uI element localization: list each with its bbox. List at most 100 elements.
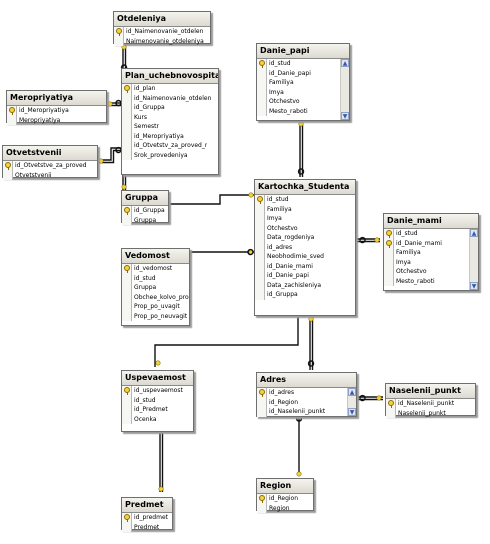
column-row[interactable]: id_Meropriyatiya bbox=[7, 106, 106, 116]
vertical-scrollbar[interactable]: ▲ ▼ bbox=[340, 59, 349, 120]
column-row[interactable]: Otvetstvenii bbox=[3, 170, 97, 180]
column-row[interactable]: id_uspevaemost bbox=[122, 386, 193, 396]
column-row[interactable]: id_stud bbox=[255, 195, 355, 205]
column-row[interactable]: id_stud bbox=[122, 395, 193, 405]
table-danie-papi[interactable]: Danie_papi id_stud id_Danie_papi Familiy… bbox=[256, 43, 350, 121]
table-predmet[interactable]: Predmet id_predmet Predmet bbox=[121, 497, 173, 532]
table-title[interactable]: Gruppa bbox=[122, 191, 168, 206]
scroll-down-icon[interactable]: ▼ bbox=[348, 408, 356, 416]
column-row[interactable]: Data_rogdeniya bbox=[255, 233, 355, 243]
vertical-scrollbar[interactable]: ▲ ▼ bbox=[347, 388, 356, 416]
column-row[interactable]: Gruppa bbox=[122, 215, 168, 225]
table-title[interactable]: Kartochka_Studenta bbox=[255, 180, 355, 195]
column-row[interactable]: id_Gruppa bbox=[122, 206, 168, 216]
column-row[interactable]: Prop_po_uvagit bbox=[122, 302, 189, 312]
scroll-up-icon[interactable]: ▲ bbox=[348, 388, 356, 396]
column-row[interactable]: Imya bbox=[257, 87, 349, 97]
column-name: Prop_po_neuvagit bbox=[134, 312, 188, 320]
table-adres[interactable]: Adres id_adres id_Region id_Naselenii_pu… bbox=[256, 372, 357, 417]
table-title[interactable]: Adres bbox=[257, 373, 356, 388]
column-name: Familiya bbox=[396, 249, 421, 257]
column-row[interactable]: id_Gruppa bbox=[122, 103, 218, 113]
table-title[interactable]: Plan_uchebnovospitat_ bbox=[122, 69, 218, 84]
scroll-down-icon[interactable]: ▼ bbox=[470, 282, 478, 290]
column-row[interactable]: Imya bbox=[255, 214, 355, 224]
table-title[interactable]: Danie_mami bbox=[384, 214, 478, 229]
table-meropriyatiya[interactable]: Meropriyatiya id_Meropriyatiya Meropriya… bbox=[6, 90, 107, 125]
column-row[interactable]: Naselenii_punkt bbox=[386, 408, 475, 418]
column-row[interactable]: Familiya bbox=[255, 204, 355, 214]
column-row[interactable]: id_Naselenii_punkt bbox=[386, 399, 475, 409]
column-row[interactable]: Region bbox=[257, 503, 313, 513]
column-row[interactable]: Ocenka bbox=[122, 414, 193, 424]
column-row[interactable]: id_Danie_mami bbox=[255, 261, 355, 271]
column-row[interactable]: Familiya bbox=[257, 78, 349, 88]
column-row[interactable]: Srok_provedeniya bbox=[122, 150, 218, 160]
column-row[interactable]: Semestr bbox=[122, 122, 218, 132]
table-plan-uchebnovospitat[interactable]: Plan_uchebnovospitat_ id_plan id_Naimeno… bbox=[121, 68, 219, 175]
column-row[interactable]: id_Region bbox=[257, 494, 313, 504]
table-title[interactable]: Otvetstvenii bbox=[3, 146, 97, 161]
column-row[interactable]: id_Naimenovanie_otdelen bbox=[114, 27, 210, 37]
column-row[interactable]: id_Gruppa bbox=[255, 290, 355, 300]
table-title[interactable]: Meropriyatiya bbox=[7, 91, 106, 106]
column-row[interactable]: Otchestvo bbox=[255, 223, 355, 233]
column-row[interactable]: id_Predmet bbox=[122, 405, 193, 415]
table-naselenii-punkt[interactable]: Naselenii_punkt id_Naselenii_punkt Nasel… bbox=[385, 383, 476, 418]
column-row[interactable]: id_adres bbox=[255, 242, 355, 252]
column-row[interactable]: id_Otvetstv_za_proved_r bbox=[122, 141, 218, 151]
column-row[interactable]: Mesto_raboti bbox=[384, 276, 478, 286]
column-row[interactable]: id_stud bbox=[257, 59, 349, 69]
table-title[interactable]: Uspevaemost bbox=[122, 371, 193, 386]
column-row[interactable]: Naimenovanie_otdeleniya bbox=[114, 36, 210, 46]
table-vedomost[interactable]: Vedomost id_vedomost id_stud Gruppa Obch… bbox=[121, 248, 190, 326]
column-row[interactable]: Imya bbox=[384, 257, 478, 267]
column-row[interactable]: Otchestvo bbox=[257, 97, 349, 107]
scroll-up-icon[interactable]: ▲ bbox=[470, 229, 478, 237]
column-row[interactable]: Otchestvo bbox=[384, 267, 478, 277]
row-gutter bbox=[122, 283, 132, 293]
table-title[interactable]: Naselenii_punkt bbox=[386, 384, 475, 399]
table-danie-mami[interactable]: Danie_mami id_stud id_Danie_mami Familiy… bbox=[383, 213, 479, 291]
column-row[interactable]: id_Naselenii_punkt bbox=[257, 407, 356, 417]
column-row[interactable]: id_Danie_papi bbox=[255, 271, 355, 281]
column-row[interactable]: Predmet bbox=[122, 522, 172, 532]
column-row[interactable]: id_Danie_mami bbox=[384, 238, 478, 248]
vertical-scrollbar[interactable]: ▲ ▼ bbox=[469, 229, 478, 290]
column-row[interactable]: id_stud bbox=[384, 229, 478, 239]
table-region[interactable]: Region id_Region Region bbox=[256, 478, 314, 513]
column-row[interactable]: Neobhodimie_sved bbox=[255, 252, 355, 262]
column-row[interactable]: id_Meropriyatiya bbox=[122, 131, 218, 141]
column-row[interactable]: id_Naimenovanie_otdelen bbox=[122, 93, 218, 103]
table-otdeleniya[interactable]: Otdeleniya id_Naimenovanie_otdelen Naime… bbox=[113, 11, 211, 46]
table-title[interactable]: Region bbox=[257, 479, 313, 494]
table-uspevaemost[interactable]: Uspevaemost id_uspevaemost id_stud id_Pr… bbox=[121, 370, 194, 432]
column-row[interactable]: id_predmet bbox=[122, 513, 172, 523]
row-gutter bbox=[122, 84, 132, 94]
column-row[interactable]: Obchee_kolvo_prop bbox=[122, 292, 189, 302]
column-row[interactable]: id_Region bbox=[257, 397, 356, 407]
column-row[interactable]: Data_zachisleniya bbox=[255, 280, 355, 290]
scroll-down-icon[interactable]: ▼ bbox=[341, 112, 349, 120]
column-row[interactable]: id_Danie_papi bbox=[257, 68, 349, 78]
scroll-up-icon[interactable]: ▲ bbox=[341, 59, 349, 67]
column-row[interactable]: id_Otvetstve_za_proved bbox=[3, 161, 97, 171]
row-gutter bbox=[257, 68, 267, 78]
column-row[interactable]: id_vedomost bbox=[122, 264, 189, 274]
column-row[interactable]: Meropriyatiya bbox=[7, 115, 106, 125]
table-otvetstvenii[interactable]: Otvetstvenii id_Otvetstve_za_proved Otve… bbox=[2, 145, 98, 180]
column-row[interactable]: Mesto_raboti bbox=[257, 106, 349, 116]
table-gruppa[interactable]: Gruppa id_Gruppa Gruppa bbox=[121, 190, 169, 225]
table-title[interactable]: Danie_papi bbox=[257, 44, 349, 59]
column-row[interactable]: id_stud bbox=[122, 273, 189, 283]
table-title[interactable]: Vedomost bbox=[122, 249, 189, 264]
table-kartochka-studenta[interactable]: Kartochka_Studenta id_stud Familiya Imya… bbox=[254, 179, 356, 316]
column-row[interactable]: id_plan bbox=[122, 84, 218, 94]
table-title[interactable]: Predmet bbox=[122, 498, 172, 513]
column-row[interactable]: Gruppa bbox=[122, 283, 189, 293]
table-title[interactable]: Otdeleniya bbox=[114, 12, 210, 27]
column-row[interactable]: Kurs bbox=[122, 112, 218, 122]
column-row[interactable]: Prop_po_neuvagit bbox=[122, 311, 189, 321]
column-row[interactable]: Familiya bbox=[384, 248, 478, 258]
column-row[interactable]: id_adres bbox=[257, 388, 356, 398]
